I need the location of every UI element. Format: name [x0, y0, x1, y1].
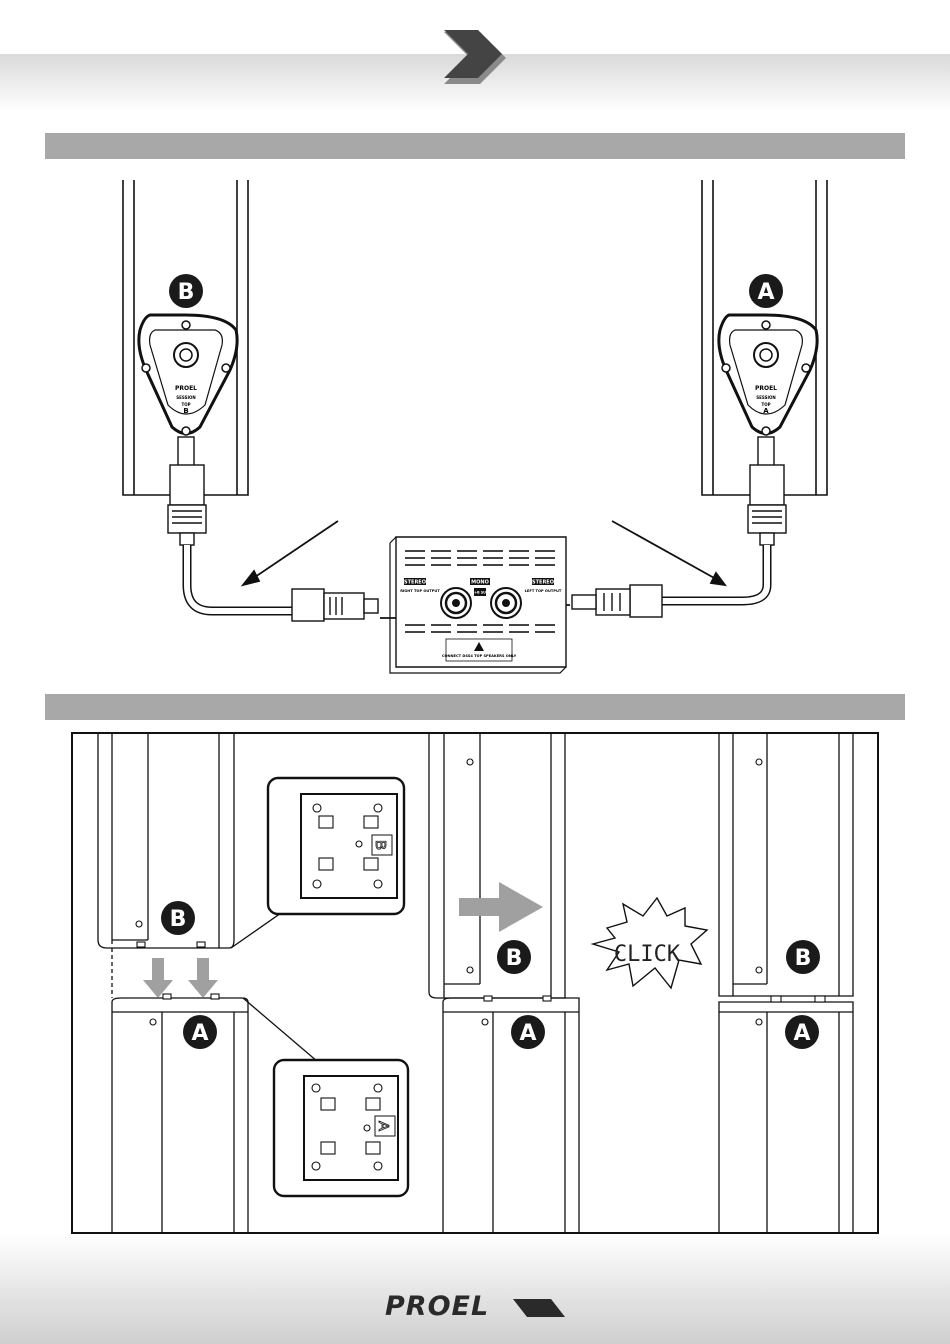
step2-badge-b: B: [497, 940, 531, 974]
brand-wordmark: PROEL: [385, 1290, 489, 1324]
badge-b-label: B: [178, 280, 195, 305]
click-text: CLICK: [614, 942, 681, 967]
plate-top-letter: B: [183, 407, 188, 415]
plate-model-text: SESSION: [176, 395, 195, 400]
badge-label: B: [506, 946, 523, 971]
detail-top-letter: B: [372, 840, 389, 850]
badge-a-label: A: [757, 280, 774, 305]
detail-bottom-letter: A: [375, 1121, 392, 1131]
badge-b: B: [169, 274, 203, 308]
left-speakon-plug: [168, 437, 206, 545]
right-speakon-plug: [748, 437, 786, 545]
right-output-label: RIGHT TOP OUTPUT: [400, 589, 440, 593]
section-bar-1: [45, 133, 905, 159]
wiring-diagram: PROEL SESSION TOP B PROEL SESSION TOP A …: [0, 165, 950, 685]
right-connector-plate: PROEL SESSION TOP A: [719, 315, 817, 435]
step2-badge-a: A: [511, 1015, 545, 1049]
step3-badge-a: A: [785, 1015, 819, 1049]
right-cable-plug: [572, 585, 662, 617]
warning-label: CONNECT DSS4 TOP SPEAKERS ONLY: [442, 654, 517, 658]
badge-label: A: [191, 1021, 208, 1046]
section-bar-2: [45, 694, 905, 720]
plate-brand-text: PROEL: [175, 385, 197, 392]
sub-label: A+B SUB: [471, 591, 488, 595]
step1-badge-b: B: [161, 901, 195, 935]
badge-label: A: [519, 1021, 536, 1046]
left-cable-plug: [292, 589, 378, 621]
chevron-right-icon: [440, 26, 510, 86]
stacking-diagram: B A CLICK B A B A: [71, 732, 879, 1234]
plate-brand-text: PROEL: [755, 385, 777, 392]
left-output-label: LEFT TOP OUTPUT: [525, 589, 562, 593]
left-connector-plate: PROEL SESSION TOP B: [139, 315, 237, 435]
footer-band: [0, 1234, 950, 1344]
stereo-right-label: STEREO: [532, 580, 554, 586]
detail-inset-bottom: A: [274, 1060, 408, 1196]
plate-model-text: SESSION: [756, 395, 775, 400]
brand-logo: PROEL: [385, 1290, 565, 1324]
stereo-left-label: STEREO: [404, 580, 426, 586]
mono-label: MONO: [471, 580, 489, 586]
badge-label: A: [793, 1021, 810, 1046]
badge-label: B: [795, 946, 812, 971]
badge-a: A: [749, 274, 783, 308]
brand-chevron-icon: [513, 1299, 565, 1317]
step3-badge-b: B: [786, 940, 820, 974]
detail-inset-top: B: [268, 778, 404, 914]
amplifier-panel: STEREO RIGHT TOP OUTPUT MONO A+B SUB STE…: [390, 537, 566, 673]
plate-top-letter: A: [763, 407, 769, 415]
step1-badge-a: A: [183, 1015, 217, 1049]
badge-label: B: [170, 907, 187, 932]
